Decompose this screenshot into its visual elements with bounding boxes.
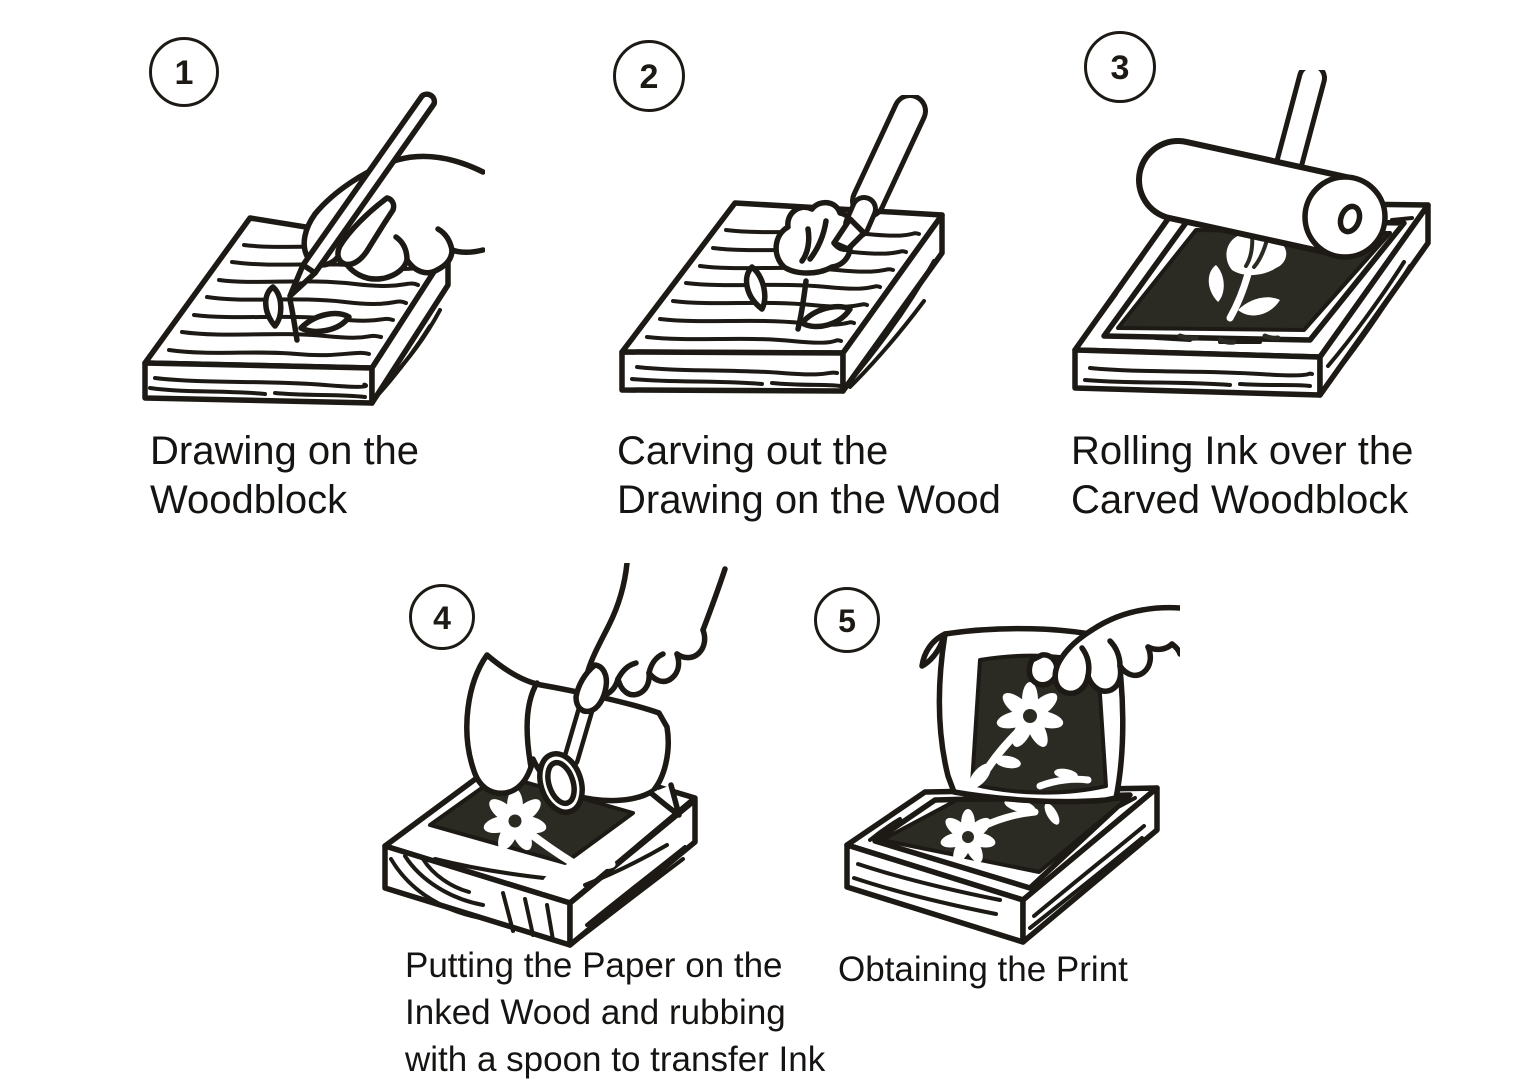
white-daisy-relief [483, 789, 616, 893]
step-4-number: 4 [433, 599, 451, 636]
step-4-caption: Putting the Paper on the Inked Wood and … [405, 946, 826, 1079]
spoon-rubbing-paper-on-inked-block-icon [382, 563, 728, 948]
white-design-on-block [940, 798, 1060, 863]
step-4-number-badge: 4 [409, 584, 475, 650]
hand [573, 563, 728, 715]
step-5-number: 5 [838, 602, 856, 639]
step-2-number-badge: 2 [613, 40, 685, 112]
brayer-roller-icon [1136, 70, 1388, 260]
printed-daisy [996, 682, 1064, 747]
hand [1026, 604, 1180, 697]
hand-pencil-drawing-on-woodblock-icon [142, 91, 485, 406]
inked-area [880, 797, 1129, 874]
step-3-number: 3 [1110, 48, 1130, 87]
inked-area [1116, 228, 1392, 345]
step-5-caption: Obtaining the Print [838, 950, 1128, 989]
step-1-number-badge: 1 [149, 37, 219, 107]
step-3-number-badge: 3 [1084, 31, 1156, 103]
step-2-caption: Carving out the Drawing on the Wood [617, 429, 1001, 522]
hand-lifting-print-from-block-icon [844, 604, 1180, 945]
step-1-number: 1 [174, 53, 194, 92]
carving-gouge-icon [831, 95, 928, 253]
hand [301, 153, 485, 282]
step-2-number: 2 [639, 57, 659, 96]
carving-gouge-on-woodblock-icon [619, 95, 945, 394]
step-1-caption: Drawing on the Woodblock [150, 429, 420, 522]
carved-flower [743, 199, 855, 332]
step-3-caption: Rolling Ink over the Carved Woodblock [1071, 429, 1414, 522]
step-5-number-badge: 5 [814, 587, 880, 653]
flower-sketch [263, 284, 352, 343]
woodblock [619, 200, 945, 394]
pencil-icon [287, 91, 438, 299]
ink-roller-on-woodblock-icon [1072, 70, 1431, 398]
